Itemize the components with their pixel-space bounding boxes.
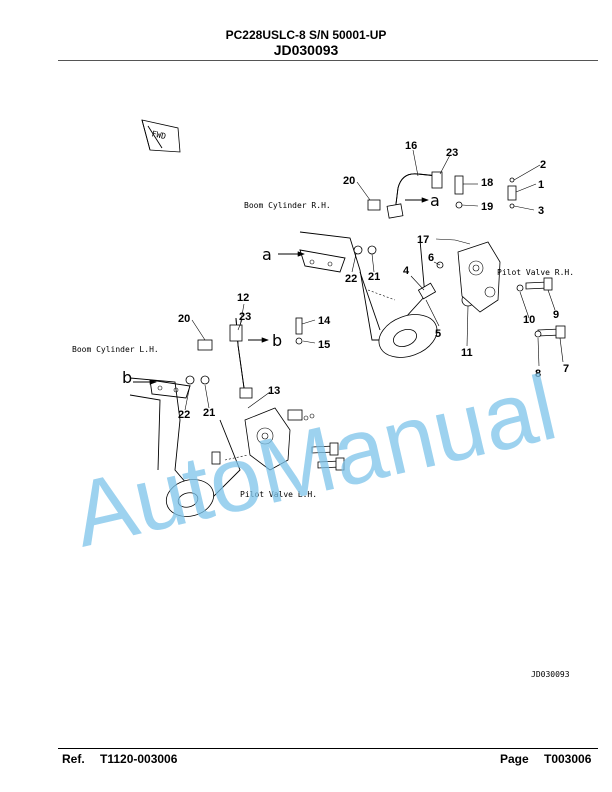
fwd-arrow-icon: FWD xyxy=(141,119,181,153)
callout-13: 13 xyxy=(268,385,280,397)
ref-value: T1120-003006 xyxy=(100,752,178,766)
label-boom-cylinder-rh: Boom Cylinder R.H. xyxy=(244,201,331,210)
callout-20-rh: 20 xyxy=(343,175,355,187)
callout-5: 5 xyxy=(435,328,441,340)
callout-16: 16 xyxy=(405,140,417,152)
lh-pipe-assembly xyxy=(185,317,345,471)
model-title: PC228USLC-8 S/N 50001-UP xyxy=(225,28,387,42)
callout-9: 9 xyxy=(553,309,559,321)
callout-4: 4 xyxy=(403,265,410,277)
callout-21-rh: 21 xyxy=(368,271,380,283)
callout-8: 8 xyxy=(535,368,541,380)
callout-7: 7 xyxy=(563,363,569,375)
watermark-text: AutoManual xyxy=(64,357,565,567)
callout-19: 19 xyxy=(481,201,493,213)
callout-23-lh: 23 xyxy=(239,311,251,323)
callout-1: 1 xyxy=(538,179,544,191)
letter-b-right: b xyxy=(272,331,282,350)
page-value: T003006 xyxy=(544,752,592,766)
letter-a-right: a xyxy=(430,191,440,210)
leader-lines xyxy=(184,149,564,411)
boom-cylinder-lh-drawing xyxy=(129,377,241,517)
callout-20-lh: 20 xyxy=(178,313,190,325)
ref-label: Ref. xyxy=(62,752,85,766)
letter-b-left: b xyxy=(122,368,132,387)
callout-23-rh: 23 xyxy=(446,147,458,159)
page-header: PC228USLC-8 S/N 50001-UP JD030093 xyxy=(0,28,612,59)
callout-18: 18 xyxy=(481,177,493,189)
connection-arrows xyxy=(133,197,429,385)
callout-22-rh: 22 xyxy=(345,273,357,285)
callout-14: 14 xyxy=(318,315,331,327)
header-divider xyxy=(58,60,598,61)
callout-21-lh: 21 xyxy=(203,407,215,419)
callout-2: 2 xyxy=(540,159,546,171)
label-pilot-valve-rh: Pilot Valve R.H. xyxy=(497,268,574,277)
label-pilot-valve-lh: Pilot Valve L.H. xyxy=(240,490,317,499)
footer-divider xyxy=(58,748,598,749)
document-id: JD030093 xyxy=(273,42,339,58)
callout-22-lh: 22 xyxy=(178,409,190,421)
callout-17: 17 xyxy=(417,234,429,246)
label-boom-cylinder-lh: Boom Cylinder L.H. xyxy=(72,345,159,354)
letter-a-left: a xyxy=(262,245,272,264)
callout-12: 12 xyxy=(237,292,249,304)
callout-11: 11 xyxy=(461,347,473,359)
drawing-code: JD030093 xyxy=(531,670,570,679)
callout-15: 15 xyxy=(318,339,330,351)
callout-6: 6 xyxy=(428,252,434,264)
page-label: Page xyxy=(500,752,529,766)
fwd-label: FWD xyxy=(151,129,167,141)
boom-cylinder-rh-drawing xyxy=(299,231,438,358)
callout-3: 3 xyxy=(538,205,544,217)
callout-10: 10 xyxy=(523,314,535,326)
